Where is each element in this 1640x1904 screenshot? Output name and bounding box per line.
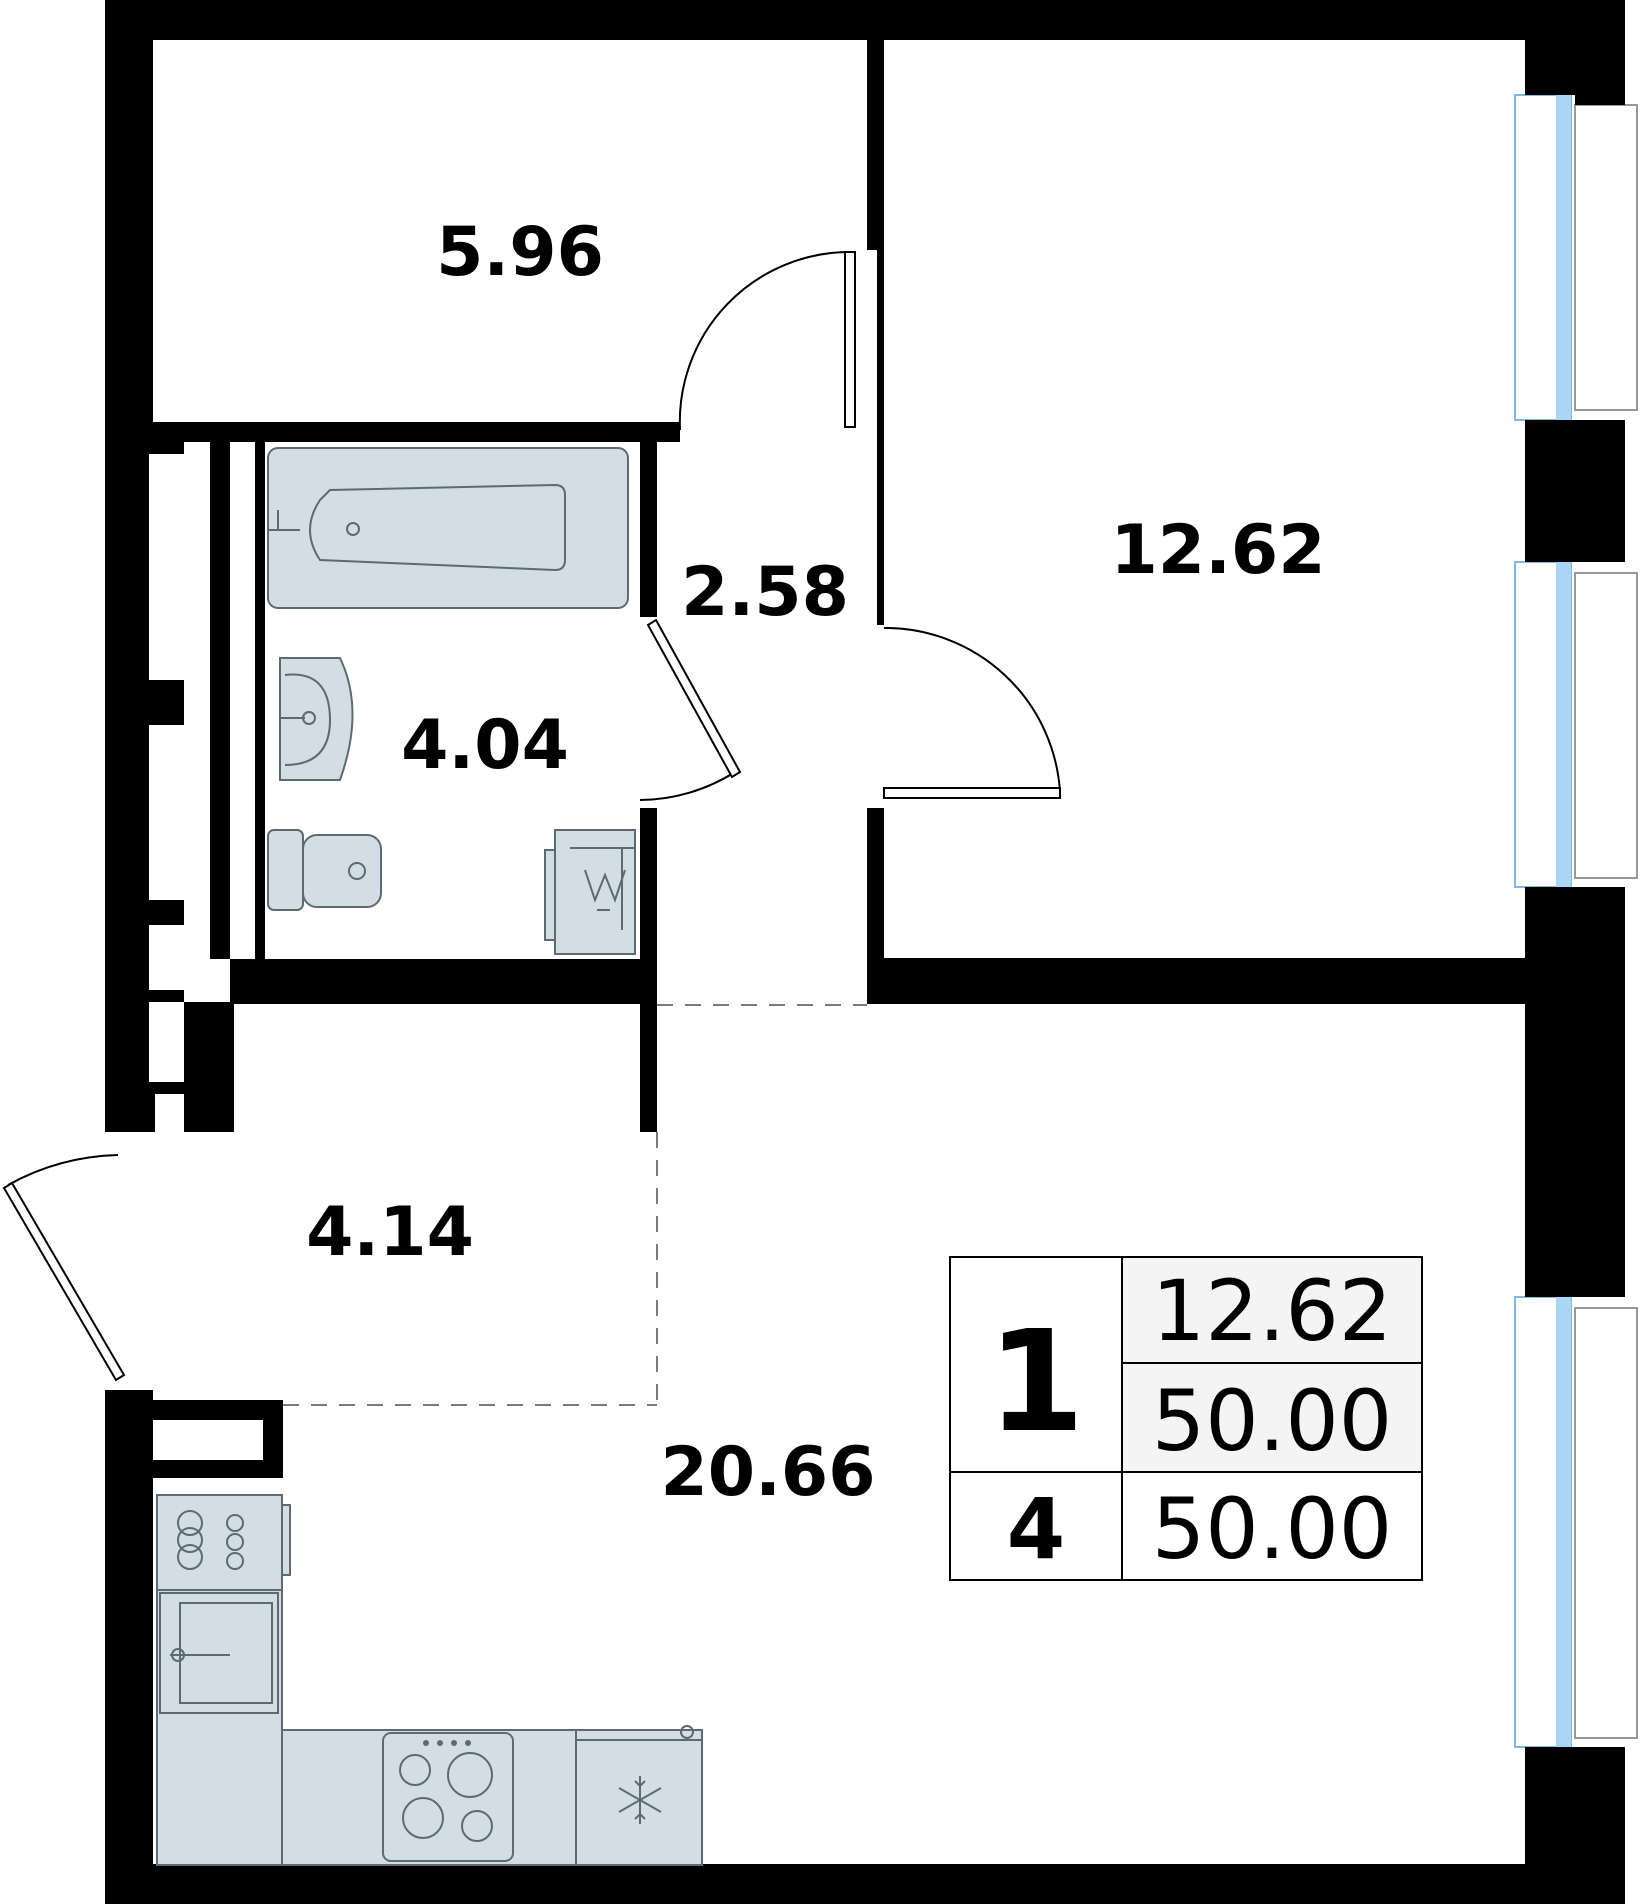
sink-icon (159, 1592, 279, 1714)
window-bedroom-bottom (1514, 561, 1638, 888)
windows (1514, 94, 1638, 1748)
fridge-icon (575, 1725, 703, 1866)
total-area-with-balcony: 50.00 (1152, 1480, 1392, 1578)
doors (2, 250, 1061, 1382)
window-living (1514, 1296, 1638, 1748)
zone-separators (283, 1004, 867, 1406)
washbasin-icon (279, 657, 354, 781)
living-area: 12.62 (1152, 1262, 1392, 1360)
summary-table: 1 12.62 50.00 4 50.00 (949, 1256, 1423, 1581)
floor-number: 4 (1007, 1480, 1065, 1578)
area-kitchen-living: 20.66 (660, 1433, 875, 1512)
dishwasher-icon (156, 1494, 291, 1591)
area-bedroom: 12.62 (1110, 511, 1325, 590)
area-corridor: 2.58 (681, 553, 849, 632)
toilet-icon (267, 829, 382, 911)
area-hallway: 4.14 (306, 1193, 474, 1272)
total-area: 50.00 (1152, 1372, 1392, 1470)
room-labels: 5.96 12.62 2.58 4.04 4.14 20.66 (306, 213, 1325, 1512)
bathtub-icon (267, 447, 629, 609)
area-storage: 5.96 (436, 213, 604, 292)
cooktop-icon (382, 1732, 514, 1862)
window-bedroom-top (1514, 94, 1638, 421)
water-heater-icon (544, 829, 636, 955)
rooms-count: 1 (987, 1301, 1084, 1464)
walls (105, 0, 1625, 1904)
area-bathroom: 4.04 (401, 706, 569, 785)
